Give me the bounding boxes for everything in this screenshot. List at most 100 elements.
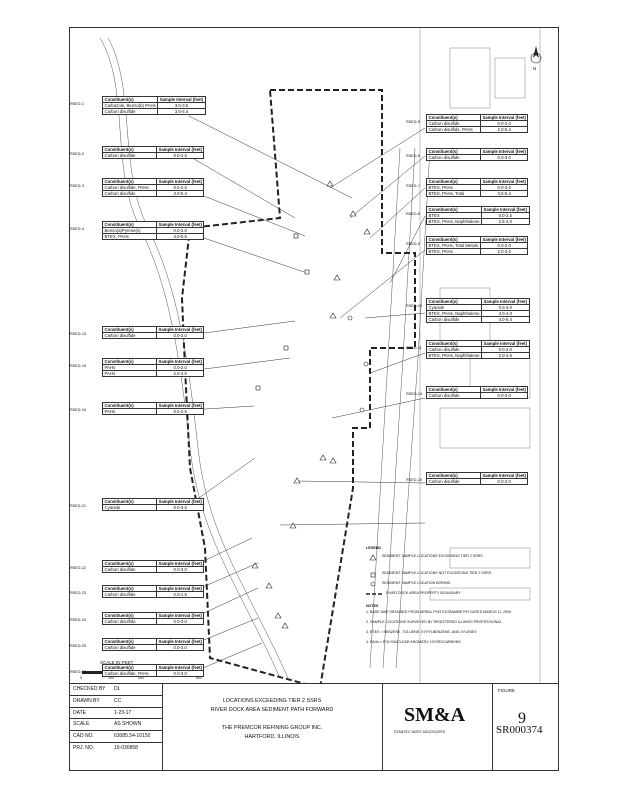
constituent-table: Constituent(s)Sample Interval (feet)Carb…: [426, 472, 529, 485]
constituent-table: Constituent(s)Sample Interval (feet)BTEX…: [425, 206, 530, 225]
table-cell: Carbon disulfide: [102, 332, 157, 339]
constituent-table: Constituent(s)Sample Interval (feet)Carb…: [425, 340, 530, 359]
table-cell: 0.0-3.0: [155, 670, 205, 677]
note: 2. SAMPLE LOCATIONS SURVEYED BY REGISTER…: [366, 620, 502, 624]
table-cell: BTEX, PAHs: [102, 233, 157, 240]
table-header-cell: Sample Interval (feet): [155, 560, 205, 567]
table-cell: 3.5-5.4: [157, 108, 206, 115]
sample-id-label: RSED-14: [406, 392, 423, 396]
constituent-table: Constituent(s)Sample Interval (feet)Cyan…: [102, 498, 205, 511]
table-cell: 3.5-5.4: [479, 190, 529, 197]
table-cell: Cyanide: [102, 504, 157, 511]
table-cell: Carbon disulfide: [426, 478, 481, 485]
constituent-table: Constituent(s)Sample Interval (feet)Carb…: [102, 585, 205, 598]
table-header-cell: Sample Interval (feet): [155, 326, 205, 333]
constituent-table: Constituent(s)Sample Interval (feet)Carb…: [102, 178, 205, 197]
table-cell: 0.0-3.0: [155, 566, 205, 573]
constituent-table: Constituent(s)Sample Interval (feet)BTEX…: [426, 178, 529, 197]
table-cell: 0.0-3.0: [155, 618, 205, 625]
legend-item: RIVER DOCK AREA PROPERTY BOUNDARY: [386, 591, 461, 595]
bates-number: SR000374: [496, 724, 543, 736]
table-cell: Carbon disulfide: [102, 566, 157, 573]
property-boundary: [180, 89, 416, 683]
table-header-cell: Sample Interval (feet): [155, 146, 205, 153]
note: 1. BASE MAP OBTAINED FROM AERIAL PHOTOGR…: [366, 610, 512, 614]
sample-id-label: RSED-8: [406, 212, 420, 216]
table-cell: BTEX, PAHs: [426, 248, 481, 255]
scale-label: SCALE IN FEET: [100, 660, 134, 665]
table-header-cell: Sample Interval (feet): [155, 221, 205, 228]
sample-id-label: RSED-21: [70, 504, 87, 508]
table-cell: Carbon disulfide: [102, 190, 157, 197]
sample-id-label: RSED-11: [406, 346, 422, 350]
legend-title: LEGEND: [366, 546, 381, 550]
table-cell: Carbon disulfide: [425, 316, 483, 323]
constituent-table: Constituent(s)Sample Interval (feet)PAHs…: [102, 402, 205, 415]
table-cell: 0.0-2.0: [479, 478, 529, 485]
sample-id-label: RSED-6: [406, 154, 420, 158]
table-cell: 0.0-1.0: [155, 152, 205, 159]
sample-id-label: RSED-22: [70, 566, 87, 570]
table-cell: 3.0-5.4: [155, 190, 205, 197]
legend-item: SEDIMENT SAMPLE LOCATION BORING: [382, 581, 451, 585]
constituent-table: Constituent(s)Sample Interval (feet)Carb…: [102, 612, 205, 625]
table-cell: 2.0-5.4: [479, 126, 529, 133]
notes-title: NOTES: [366, 604, 379, 608]
table-header-cell: Sample Interval (feet): [481, 206, 530, 213]
table-header-cell: Sample Interval (feet): [481, 298, 530, 305]
table-header-cell: Sample Interval (feet): [155, 664, 205, 671]
company-logo: SM&A STANTEC MOST ASSOCIATES: [382, 684, 493, 770]
constituent-table: Constituent(s)Sample Interval (feet)Benz…: [102, 221, 205, 240]
figure-number: 9: [518, 710, 526, 727]
figure-label: FIGURE: [498, 688, 516, 693]
constituent-table: Constituent(s)Sample Interval (feet)Carb…: [102, 560, 205, 573]
table-cell: Carbon disulfide: [102, 618, 157, 625]
legend-item: SEDIMENT SAMPLE LOCATIONS EXCEEDING TIER…: [382, 554, 483, 558]
scale-tick: 200: [108, 676, 114, 680]
table-cell: 0.0-3.0: [155, 332, 205, 339]
table-header-cell: Sample Interval (feet): [479, 472, 529, 479]
table-cell: Carbon disulfide: [101, 108, 159, 115]
scale-tick: 800: [196, 676, 202, 680]
constituent-table: Constituent(s)Sample Interval (feet)Cyan…: [425, 298, 530, 323]
sample-id-label: RSED-9: [406, 242, 420, 246]
table-header-cell: Sample Interval (feet): [479, 148, 529, 155]
leader-lines: [188, 115, 426, 675]
scale-tick: 400: [138, 676, 144, 680]
table-cell: 0.0-2.5: [155, 408, 205, 415]
table-cell: 2.0-3.5: [479, 248, 529, 255]
table-cell: Carbon disulfide: [102, 152, 157, 159]
constituent-table: Constituent(s)Sample Interval (feet)Carb…: [426, 114, 529, 133]
legend-item: SEDIMENT SAMPLE LOCATIONS NOT EXCEEDING …: [382, 571, 492, 575]
sample-id-label: RSED-5: [406, 120, 420, 124]
site-map: [82, 28, 542, 683]
table-header-cell: Sample Interval (feet): [157, 96, 206, 103]
table-header-cell: Sample Interval (feet): [155, 178, 205, 185]
sample-id-label: RSED-16: [70, 408, 87, 412]
table-cell: Carbon disulfide: [426, 154, 481, 161]
table-cell: 2.0-4.0: [155, 370, 205, 377]
sample-id-label: RSED-24: [70, 618, 87, 622]
table-cell: 0.0-3.0: [479, 154, 529, 161]
table-header-cell: Sample Interval (feet): [479, 386, 529, 393]
sample-id-label: RSED-4: [70, 227, 84, 231]
table-cell: 2.0-3.5: [481, 352, 530, 359]
table-header-cell: Sample Interval (feet): [155, 585, 205, 592]
table-cell: BTEX, PAHs, Naphthalene: [425, 218, 483, 225]
table-cell: 0.0-1.5: [155, 591, 205, 598]
constituent-table: Constituent(s)Sample Interval (feet)BTEX…: [426, 236, 529, 255]
